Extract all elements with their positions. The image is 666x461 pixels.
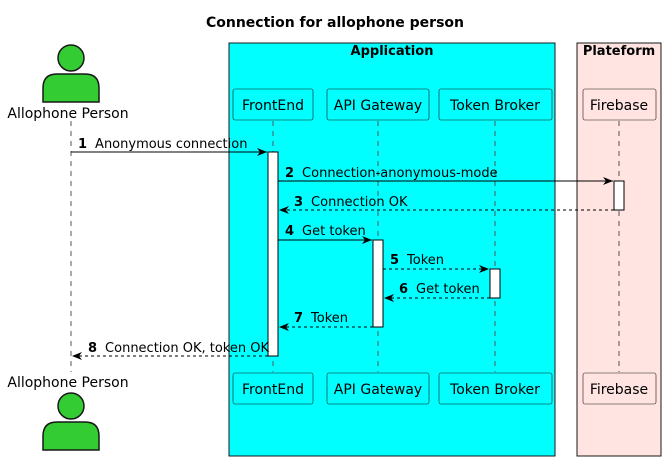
svg-text:3 Connection OK: 3 Connection OK [294,193,408,210]
diagram-title: Connection for allophone person [206,15,464,31]
participant-label: Token Broker [449,382,540,398]
message-label: Token [406,253,444,268]
person-icon-head [57,44,85,72]
person-icon-body [42,421,100,451]
participant-label: FrontEnd [242,382,304,398]
message-number: 4 [285,224,294,239]
application-box-title: Application [351,44,434,59]
participant-frontend-top: FrontEnd [232,88,314,121]
person-icon-body [42,73,100,103]
message-number: 5 [390,253,399,268]
message-8: 8 Connection OK, token OK [72,339,269,360]
participant-gateway-top: API Gateway [326,88,430,121]
participant-broker-bottom: Token Broker [438,372,553,405]
participant-firebase-top: Firebase [582,88,657,121]
message-label: Connection OK [311,195,408,210]
actor-label-top: Allophone Person [7,106,128,122]
svg-text:8 Connection OK, token O: 8 Connection OK, token OK [88,339,269,356]
message-label: Token [310,311,348,326]
actor-label-bottom: Allophone Person [7,375,128,391]
participant-label: FrontEnd [242,98,304,114]
svg-text:6 Get token: 6 Get token [399,280,480,297]
message-number: 3 [294,195,303,210]
participant-broker-top: Token Broker [438,88,553,121]
participant-gateway-bottom: API Gateway [326,372,430,405]
svg-text:2 Connection-anonymous-m: 2 Connection-anonymous-mode [285,164,498,181]
activation-broker [489,268,501,299]
message-label: Anonymous connection [95,137,247,152]
actor-top: Allophone Person [7,44,129,122]
participant-frontend-bottom: FrontEnd [232,372,314,405]
svg-text:4 Get token: 4 Get token [285,222,366,239]
message-number: 6 [399,282,408,297]
actor-bottom: Allophone Person [7,375,129,451]
message-number: 2 [285,166,294,181]
message-label: Get token [416,282,480,297]
message-label: Connection-anonymous-mode [302,166,498,181]
svg-text:7 Token: 7 Token [294,309,348,326]
participant-firebase-bottom: Firebase [582,372,657,405]
message-number: 8 [88,341,97,356]
message-number: 1 [78,137,87,152]
message-2: 2 Connection-anonymous-mode [278,164,613,185]
participant-label: Token Broker [449,98,540,114]
message-number: 7 [294,311,303,326]
svg-text:1 Anonymous connection: 1 Anonymous connection [78,135,247,152]
message-label: Connection OK, token OK [105,341,269,356]
participant-label: Firebase [590,382,648,398]
svg-text:5 Token: 5 Token [390,251,444,268]
platform-box-title: Plateform [583,44,655,59]
message-7: 7 Token [279,309,373,331]
activation-firebase [613,180,625,211]
person-icon-head [57,392,85,420]
participant-label: API Gateway [334,382,422,398]
message-6: 6 Get token [384,280,490,302]
activation-frontend [267,151,279,357]
message-5: 5 Token [383,251,489,273]
message-3: 3 Connection OK [279,193,614,214]
activation-gateway [372,239,384,328]
participant-label: Firebase [590,98,648,114]
message-4: 4 Get token [278,222,372,244]
participant-label: API Gateway [334,98,422,114]
message-1: 1 Anonymous connection [71,135,267,156]
message-label: Get token [302,224,366,239]
